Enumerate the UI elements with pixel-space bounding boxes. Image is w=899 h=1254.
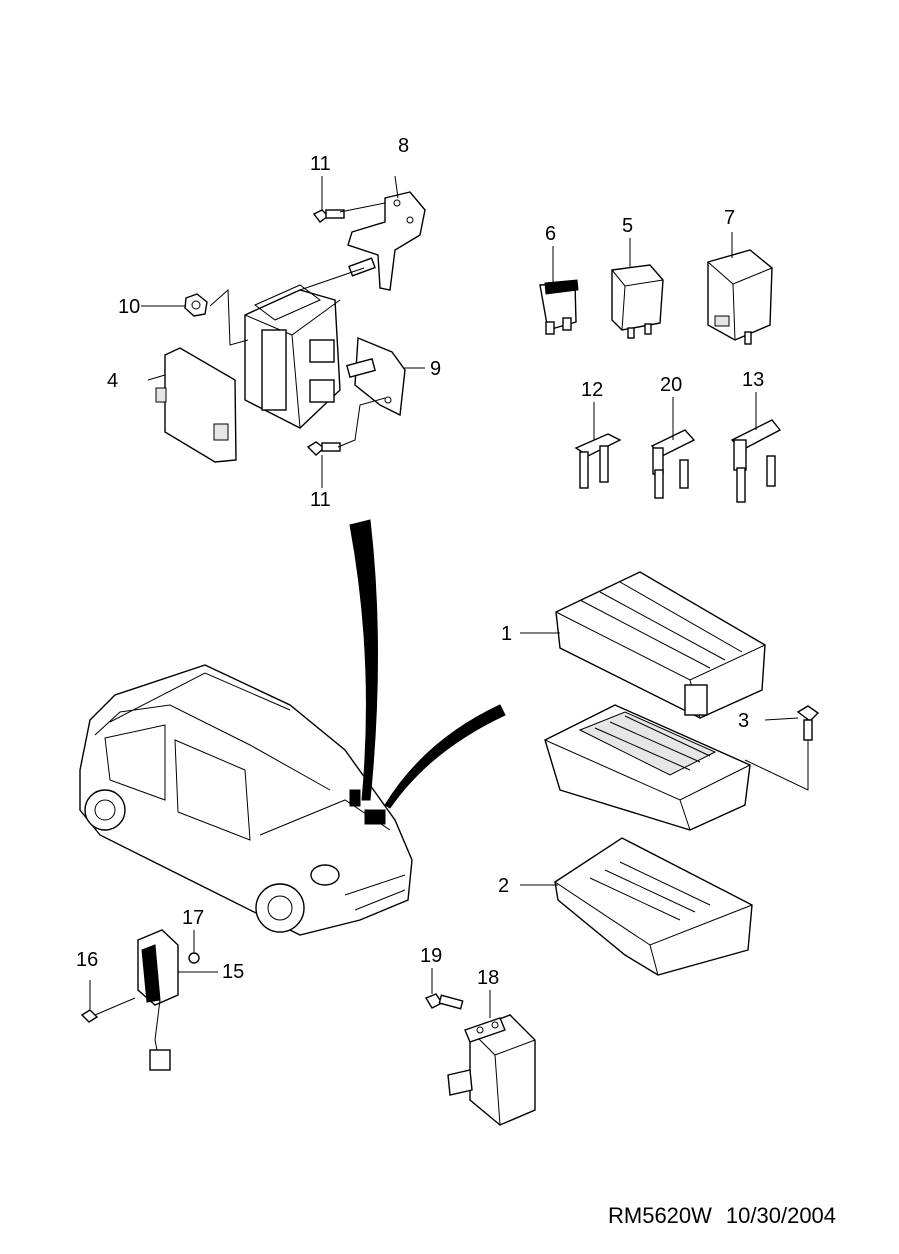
callout-3: 3: [738, 710, 749, 732]
relay-7: [707, 249, 773, 345]
relay-5: [611, 264, 664, 339]
fuse-box-body: [544, 704, 751, 831]
callout-4: 4: [107, 370, 118, 392]
bracket-9: [346, 336, 406, 417]
fuse-12: [574, 433, 622, 489]
relay-6: [539, 279, 579, 335]
stud-bolt: [348, 257, 376, 277]
nut-10: [184, 293, 208, 317]
drawing-code: RM5620W: [608, 1203, 712, 1228]
bolt-11-bottom: [306, 441, 341, 456]
callout-1: 1: [501, 623, 512, 645]
callout-15: 15: [222, 961, 244, 983]
cover-4: [155, 347, 237, 463]
callout-19: 19: [420, 945, 442, 967]
nut-17: [188, 952, 200, 964]
module-18: [447, 1014, 536, 1126]
vehicle-outline: [79, 664, 413, 936]
callout-12: 12: [581, 379, 603, 401]
callout-9: 9: [430, 358, 441, 380]
location-arrow-upper: [349, 519, 378, 801]
fuse-20: [650, 429, 696, 499]
callout-10: 10: [118, 296, 140, 318]
callout-13: 13: [742, 369, 764, 391]
callout-11-top: 11: [310, 153, 331, 175]
screw-16: [80, 997, 136, 1023]
screw-19: [424, 993, 464, 1010]
callout-8: 8: [398, 135, 409, 157]
callout-6: 6: [545, 223, 556, 245]
callout-5: 5: [622, 215, 633, 237]
callout-2: 2: [498, 875, 509, 897]
location-arrow-right: [384, 704, 506, 809]
drawing-reference-footer: RM5620W 10/30/2004: [608, 1203, 836, 1229]
callout-18: 18: [477, 967, 499, 989]
bolt-11-top: [312, 209, 345, 223]
bolt-3: [796, 705, 820, 741]
callout-7: 7: [724, 207, 735, 229]
callout-11-bottom: 11: [310, 489, 331, 511]
callout-16: 16: [76, 949, 98, 971]
bracket-8: [347, 191, 426, 291]
callout-17: 17: [182, 907, 204, 929]
fuse-box-cover-1: [555, 571, 766, 719]
callout-20: 20: [660, 374, 682, 396]
fuse-13: [730, 419, 782, 503]
control-module-body: [244, 284, 341, 429]
drawing-date: 10/30/2004: [725, 1203, 837, 1228]
sensor-15: [137, 929, 179, 1071]
fuse-box-lower-tray-2: [554, 837, 753, 976]
